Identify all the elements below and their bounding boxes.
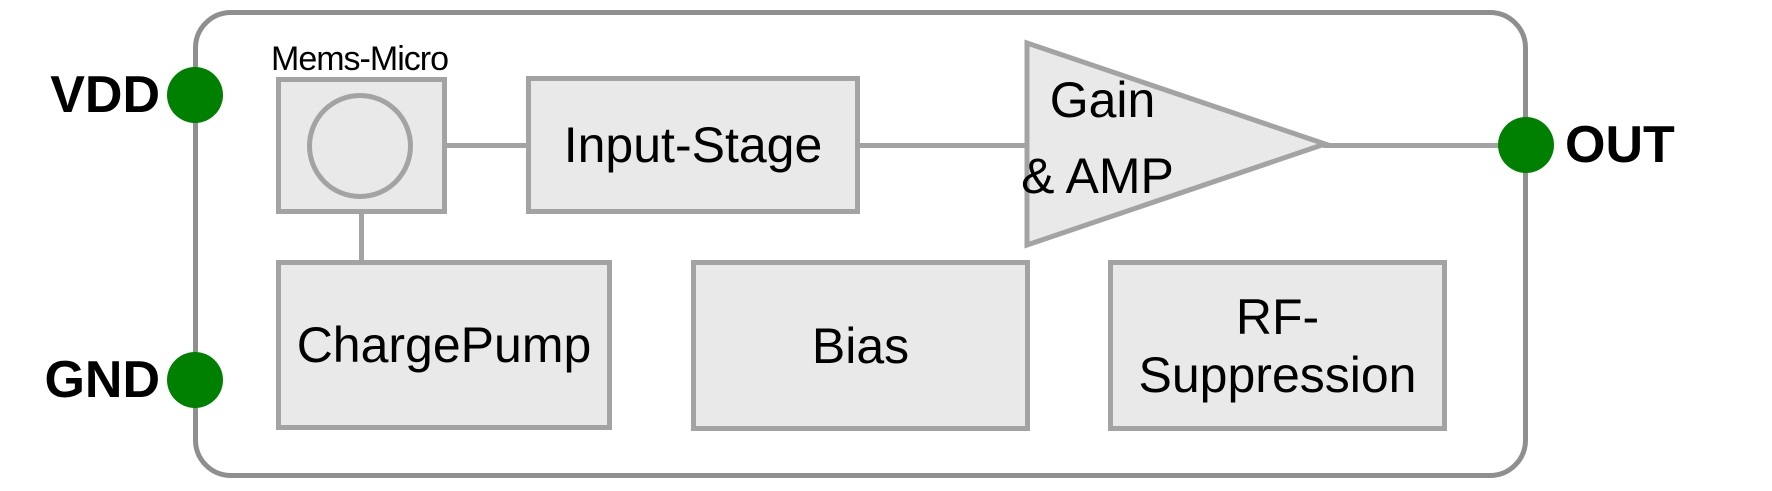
charge-pump-box: ChargePump xyxy=(276,260,612,430)
bias-box: Bias xyxy=(691,260,1030,431)
rf-suppression-label: RF- Suppression xyxy=(1139,288,1417,404)
amplifier-triangle xyxy=(1024,39,1333,249)
mems-micro-label: Mems-Micro xyxy=(271,40,449,78)
gain-amp-label-line1: Gain xyxy=(1049,72,1156,128)
connector-mems-to-input-stage xyxy=(445,143,530,148)
out-pin-label: OUT xyxy=(1565,116,1675,174)
rf-suppression-box: RF- Suppression xyxy=(1108,260,1447,431)
connector-amplifier-to-out-pin xyxy=(1323,143,1526,148)
gnd-pin-label: GND xyxy=(44,351,160,409)
connector-mems-to-charge-pump xyxy=(359,212,364,262)
input-stage-box: Input-Stage xyxy=(526,76,860,214)
vdd-pin-label: VDD xyxy=(50,66,160,124)
mems-membrane-circle-icon xyxy=(307,93,413,199)
out-pin xyxy=(1498,117,1554,173)
bias-label: Bias xyxy=(811,317,910,374)
charge-pump-label: ChargePump xyxy=(296,317,592,373)
rf-suppression-label-line2: Suppression xyxy=(1138,346,1417,403)
gnd-pin xyxy=(167,352,223,408)
input-stage-label: Input-Stage xyxy=(563,117,823,173)
vdd-pin xyxy=(167,67,223,123)
connector-input-stage-to-amplifier xyxy=(858,143,1029,148)
rf-suppression-label-line1: RF- xyxy=(1235,288,1320,345)
gain-amp-label-line2: & AMP xyxy=(1021,148,1174,204)
chip-outline xyxy=(193,10,1528,478)
